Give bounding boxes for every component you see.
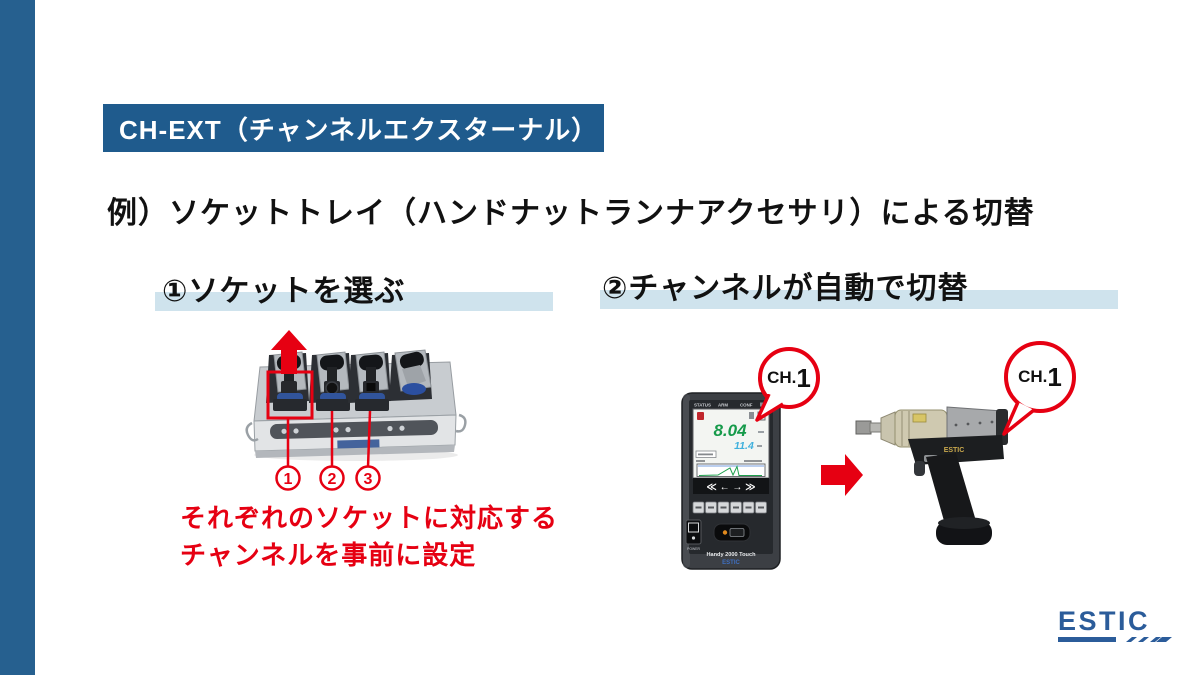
callout-leader-lines	[286, 410, 372, 468]
subtitle: 例）ソケットトレイ（ハンドナットランナアクセサリ）による切替	[107, 197, 1035, 230]
angle-value: 11.4	[734, 440, 754, 452]
screen-nav-strip[interactable]	[693, 478, 769, 494]
callout-3: 3	[364, 471, 373, 488]
bubble1-prefix: CH.	[767, 368, 797, 387]
callout-2: 2	[328, 471, 337, 488]
socket-slot-3	[348, 351, 391, 411]
bubble2-tail	[1002, 402, 1036, 436]
bubble1-tail	[755, 394, 784, 422]
trigger[interactable]	[914, 461, 925, 476]
red-up-arrow-icon	[271, 330, 307, 374]
torque-graph	[696, 463, 766, 477]
socket-note: それぞれのソケットに対応する チャンネルを事前に設定	[180, 500, 558, 574]
device-brand-label: ESTIC	[722, 560, 740, 566]
svg-text:STATUS: STATUS	[694, 403, 711, 408]
handle-grip[interactable]	[926, 453, 976, 528]
socket-tray-illustration: 1 2 3	[245, 330, 467, 491]
warning-label	[912, 413, 927, 423]
socket-note-line2: チャンネルを事前に設定	[180, 540, 477, 570]
step1-heading: ①ソケットを選ぶ	[162, 275, 406, 308]
device-model-label: Handy 2000 Touch	[706, 552, 756, 558]
screen-nav-arrows: ≪ ← → ≫	[706, 482, 755, 493]
callout-circles: 1 2 3	[275, 465, 381, 491]
bubble1-number: 1	[796, 363, 811, 393]
estic-logo-text: ESTIC	[1058, 606, 1150, 636]
power-label: POWER	[687, 547, 700, 551]
power-switch[interactable]	[685, 519, 702, 545]
selected-socket-box	[266, 370, 314, 420]
nutrunner-tool: ESTIC	[855, 406, 1008, 545]
svg-text:ARM: ARM	[718, 403, 728, 408]
socket-slot-4	[389, 349, 432, 401]
bubble2-prefix: CH.	[1018, 367, 1048, 386]
torque-value: 8.04	[713, 421, 747, 440]
step2-highlight-bar	[600, 290, 1118, 309]
estic-logo: ESTIC	[1058, 606, 1172, 642]
handy-controller: STATUS ARM CONF 8.04 11.4	[681, 392, 781, 570]
bubble2-number: 1	[1047, 362, 1062, 392]
device-connector	[713, 523, 751, 542]
callout-1: 1	[284, 471, 293, 488]
screen-alarm-icon	[697, 412, 704, 420]
step1-highlight-bar	[155, 292, 553, 311]
tray-chain-right	[455, 413, 467, 433]
step2-heading: ②チャンネルが自動で切替	[602, 272, 969, 305]
socket-slot-2	[309, 351, 352, 411]
red-right-arrow-icon	[821, 454, 863, 496]
device-buttons[interactable]	[692, 501, 767, 514]
svg-text:CONF: CONF	[740, 403, 753, 408]
screen-signal-icon	[749, 412, 754, 419]
page-title: CH-EXT（チャンネルエクスターナル）	[103, 104, 604, 152]
socket-note-line1: それぞれのソケットに対応する	[180, 503, 559, 533]
tool-brand-label: ESTIC	[944, 447, 965, 454]
tray-chain-left	[245, 421, 259, 442]
tray-label-sticker	[337, 439, 380, 449]
channel-bubble-1: CH.1	[758, 347, 820, 409]
estic-logo-underline	[1058, 637, 1172, 642]
page-title-text: CH-EXT（チャンネルエクスターナル）	[119, 114, 599, 145]
drive-bit	[855, 420, 872, 435]
left-accent-bar	[0, 0, 35, 675]
channel-bubble-2: CH.1	[1004, 341, 1076, 413]
